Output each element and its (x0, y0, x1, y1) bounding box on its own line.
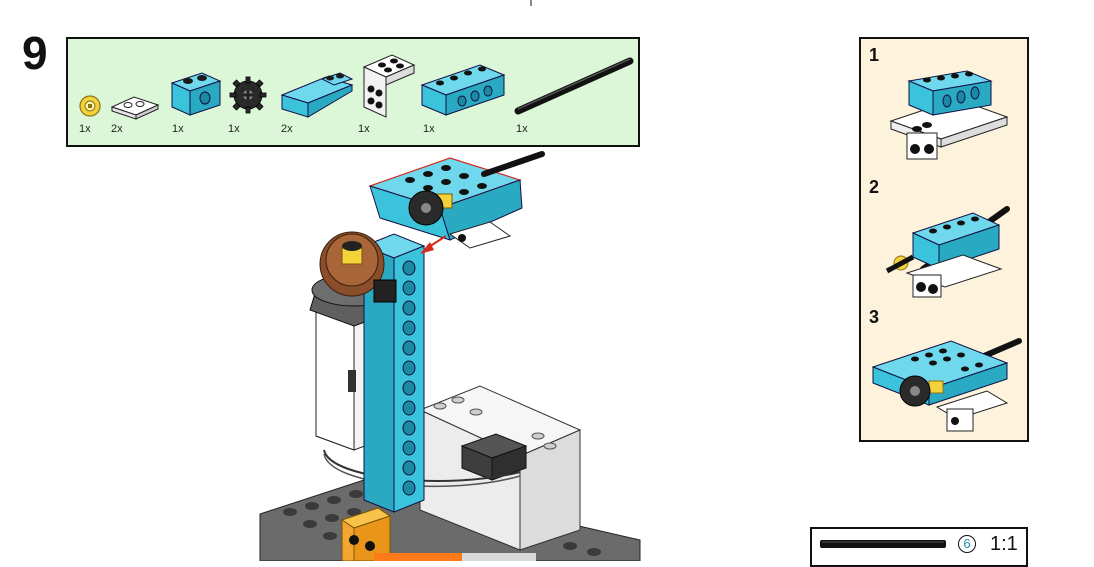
part-qty: 2x (111, 123, 123, 135)
axle-icon (514, 57, 634, 115)
part-qty: 1x (172, 123, 184, 135)
sub-step-number: 2 (869, 177, 880, 197)
axle-scale-icon (820, 540, 946, 548)
part-qty: 1x (358, 123, 370, 135)
technic-brick-1x2-icon (170, 72, 222, 116)
sub-step-1-illustration (889, 70, 1009, 160)
main-build-illustration (259, 151, 641, 561)
sub-steps-callout: 1 2 3 (859, 37, 1029, 442)
slope-brick-icon (280, 72, 354, 118)
technic-brick-1x4-icon (420, 64, 506, 116)
yellow-bush-icon (79, 95, 101, 117)
axle-scale-reference: 6 1:1 (810, 527, 1028, 567)
scale-ratio: 1:1 (990, 533, 1018, 555)
sub-step-number: 1 (869, 45, 880, 65)
sub-step-3-illustration (871, 338, 1022, 432)
part-qty: 1x (423, 123, 435, 135)
step-number: 9 (22, 27, 48, 79)
part-qty: 1x (516, 123, 528, 135)
axle-length-badge: 6 (958, 535, 976, 553)
gear-icon (229, 76, 267, 114)
plate-with-holes-icon (362, 54, 416, 118)
page-edge-mark (530, 0, 532, 6)
white-plate-icon (110, 96, 160, 120)
sub-step-number: 3 (869, 307, 880, 327)
part-qty: 1x (228, 123, 240, 135)
part-qty: 1x (79, 123, 91, 135)
sub-step-2-illustration (885, 206, 1010, 298)
parts-list: 1x 2x 1x 1x (66, 37, 640, 147)
part-qty: 2x (281, 123, 293, 135)
